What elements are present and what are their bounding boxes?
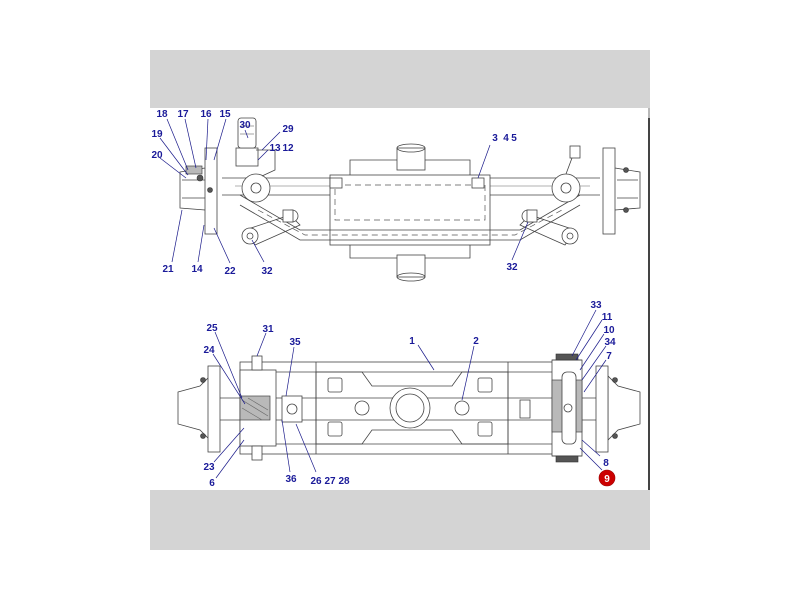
callout-18[interactable]: 18 bbox=[156, 109, 168, 120]
callout-29[interactable]: 29 bbox=[282, 124, 294, 135]
callout-14[interactable]: 14 bbox=[191, 264, 203, 275]
callout-16[interactable]: 16 bbox=[200, 109, 212, 120]
leader-lines bbox=[159, 118, 607, 479]
callout-6[interactable]: 6 bbox=[209, 478, 215, 489]
callout-3[interactable]: 3 bbox=[492, 133, 498, 144]
callout-10[interactable]: 10 bbox=[603, 325, 615, 336]
callout-25[interactable]: 25 bbox=[206, 323, 218, 334]
callout-7[interactable]: 7 bbox=[606, 351, 612, 362]
callout-27[interactable]: 27 bbox=[324, 476, 336, 487]
callout-1[interactable]: 1 bbox=[409, 336, 415, 347]
callout-20[interactable]: 20 bbox=[151, 150, 163, 161]
callout-12[interactable]: 12 bbox=[282, 143, 294, 154]
callout-36[interactable]: 36 bbox=[285, 474, 297, 485]
callout-8[interactable]: 8 bbox=[603, 458, 609, 469]
callout-32-right[interactable]: 32 bbox=[506, 262, 518, 273]
callout-4[interactable]: 4 bbox=[503, 133, 509, 144]
callout-17[interactable]: 17 bbox=[177, 109, 189, 120]
sheet-edge-marker bbox=[648, 118, 650, 490]
callout-35[interactable]: 35 bbox=[289, 337, 301, 348]
callout-31[interactable]: 31 bbox=[262, 324, 274, 335]
callout-30[interactable]: 30 bbox=[239, 120, 251, 131]
callout-33[interactable]: 33 bbox=[590, 300, 602, 311]
callout-34[interactable]: 34 bbox=[604, 337, 616, 348]
top-view-drawing bbox=[179, 117, 641, 282]
bottom-view-callouts: 25 31 35 1 2 33 11 10 34 7 24 23 6 36 26… bbox=[203, 300, 616, 489]
callout-32-left[interactable]: 32 bbox=[261, 266, 273, 277]
callout-24[interactable]: 24 bbox=[203, 345, 215, 356]
callout-19[interactable]: 19 bbox=[151, 129, 163, 140]
highlight-marker[interactable] bbox=[598, 469, 616, 487]
callout-2[interactable]: 2 bbox=[473, 336, 479, 347]
callout-22[interactable]: 22 bbox=[224, 266, 236, 277]
callout-28[interactable]: 28 bbox=[338, 476, 350, 487]
callout-21[interactable]: 21 bbox=[162, 264, 174, 275]
top-view-callouts: 18 17 16 15 19 20 30 29 13 12 3 4 5 21 1… bbox=[151, 109, 518, 277]
callout-9-highlighted[interactable]: 9 bbox=[604, 474, 610, 485]
callout-5[interactable]: 5 bbox=[511, 133, 517, 144]
callout-26[interactable]: 26 bbox=[310, 476, 322, 487]
bottom-view-drawing bbox=[177, 353, 641, 463]
callout-13[interactable]: 13 bbox=[269, 143, 281, 154]
callout-23[interactable]: 23 bbox=[203, 462, 215, 473]
callout-15[interactable]: 15 bbox=[219, 109, 231, 120]
callout-11[interactable]: 11 bbox=[602, 312, 613, 323]
